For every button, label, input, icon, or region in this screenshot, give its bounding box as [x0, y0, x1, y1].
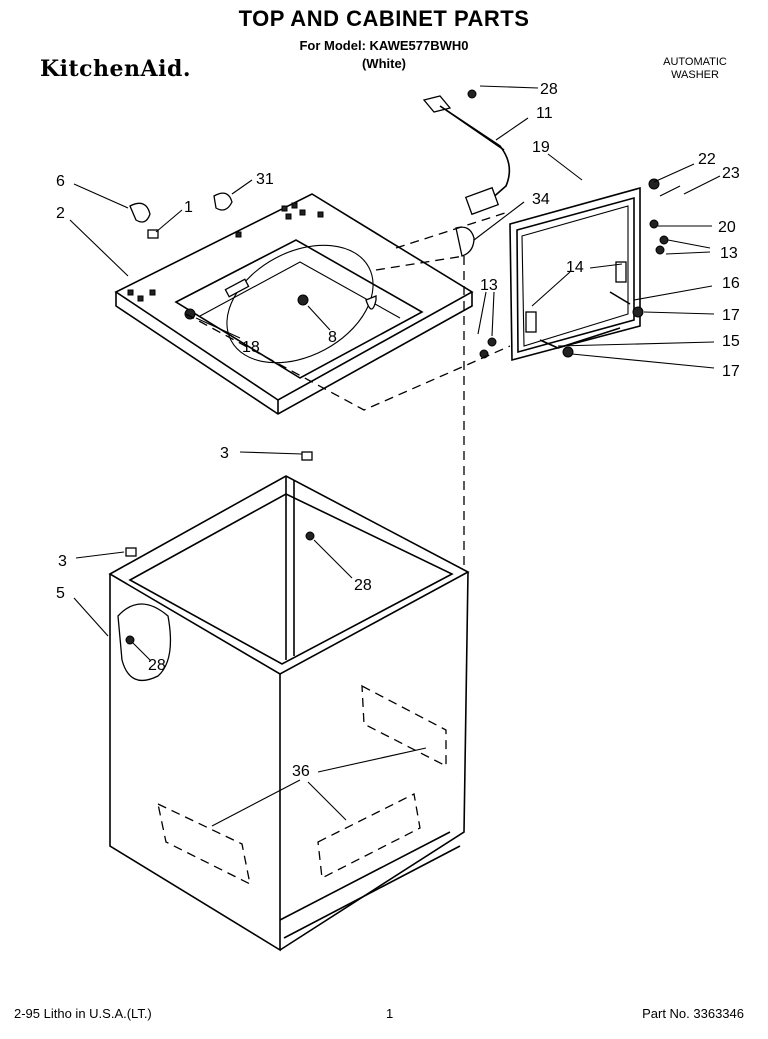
product-line-2: WASHER — [671, 69, 719, 81]
alignment-line — [185, 313, 511, 411]
callout-8: 8 — [328, 329, 337, 346]
callout-28: 28 — [354, 577, 372, 594]
callout-14: 14 — [566, 259, 584, 276]
page-title: TOP AND CABINET PARTS — [238, 6, 530, 31]
callout-2: 2 — [56, 205, 65, 222]
part-number: Part No. 3363346 — [642, 1006, 744, 1021]
alignment-line — [395, 211, 509, 249]
callout-3: 3 — [58, 553, 67, 570]
callout-3: 3 — [220, 445, 229, 462]
callout-17: 17 — [722, 307, 740, 324]
callout-5: 5 — [56, 585, 65, 602]
callout-15: 15 — [722, 333, 740, 350]
clip-1 — [147, 229, 159, 239]
alignment-line — [375, 255, 465, 271]
callout-31: 31 — [256, 171, 274, 188]
callout-1: 1 — [184, 199, 193, 216]
callout-16: 16 — [722, 275, 740, 292]
page-number: 1 — [386, 1006, 394, 1021]
cabinet — [108, 451, 470, 952]
clip-31 — [213, 192, 233, 211]
leader-lines — [69, 85, 721, 827]
callout-34: 34 — [532, 191, 550, 208]
clip-6 — [129, 202, 151, 223]
lid — [479, 178, 681, 362]
brand-logo: KitchenAid. — [40, 56, 191, 82]
callout-36: 36 — [292, 763, 310, 780]
top-panel — [114, 193, 474, 415]
color-line: (White) — [361, 56, 407, 71]
callout-18: 18 — [242, 339, 260, 356]
callout-13: 13 — [480, 277, 498, 294]
callout-13: 13 — [720, 245, 738, 262]
callout-17: 17 — [722, 363, 740, 380]
callout-22: 22 — [698, 151, 716, 168]
callout-23: 23 — [722, 165, 740, 182]
product-line-1: AUTOMATIC — [663, 56, 727, 68]
callout-11: 11 — [536, 105, 553, 122]
callout-6: 6 — [56, 173, 65, 190]
callout-28: 28 — [540, 81, 558, 98]
model-line: For Model: KAWE577BWH0 — [299, 38, 469, 53]
lid-bumper — [455, 226, 475, 257]
lid-switch-harness — [422, 89, 511, 216]
footer-print-info: 2-95 Litho in U.S.A.(LT.) — [14, 1006, 152, 1021]
callout-20: 20 — [718, 219, 736, 236]
callout-19: 19 — [532, 139, 550, 156]
callout-28: 28 — [148, 657, 166, 674]
